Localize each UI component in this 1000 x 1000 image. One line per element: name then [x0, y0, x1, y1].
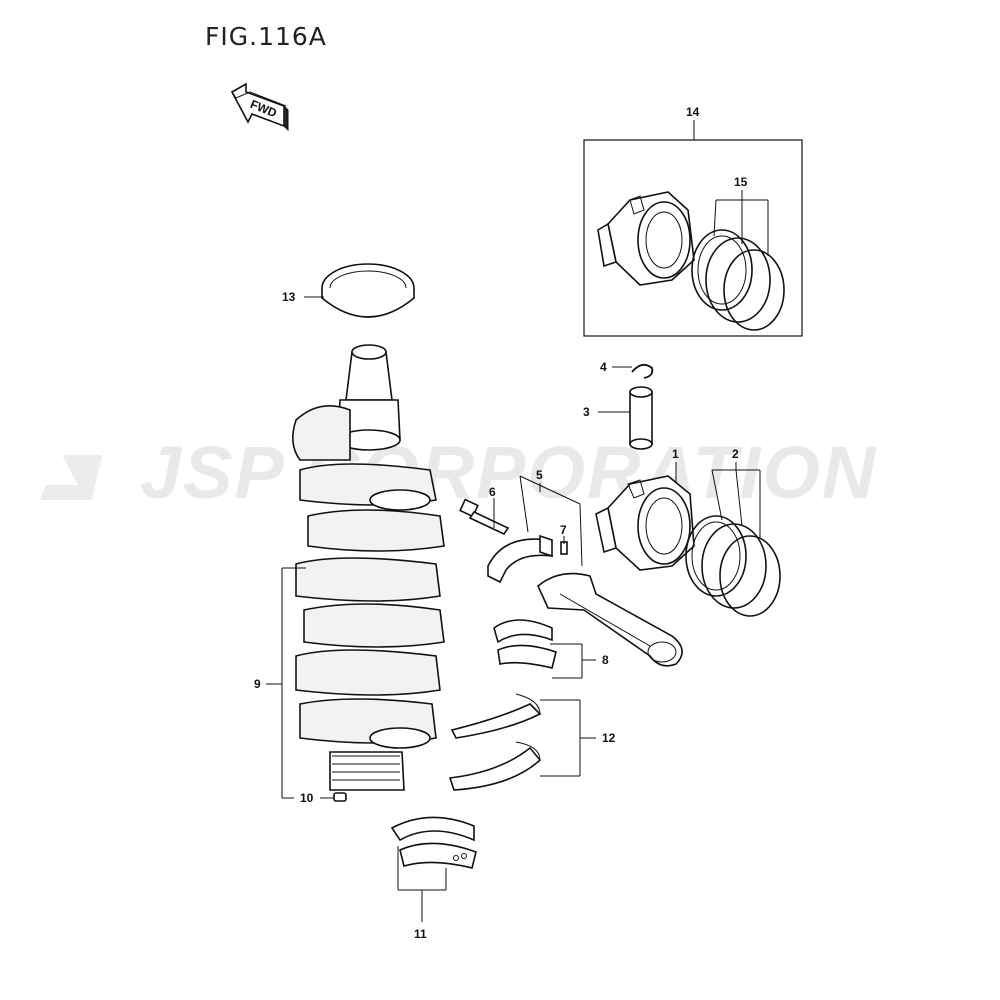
piston-in-box: [597, 191, 695, 286]
dowel-pin-10: [333, 792, 347, 802]
callout-7: 7: [560, 523, 567, 537]
watermark: JSP CORPORATION: [40, 431, 877, 514]
callout-4: 4: [600, 360, 607, 374]
piston-set-box-14: [583, 139, 803, 337]
conrod-bolt-6: [459, 498, 510, 536]
piston-pin-3: [629, 386, 653, 450]
callout-labels: 1 2 3 4 5 6 7 8 9 10 11 12 13 14 15: [254, 105, 748, 941]
figure-title: FIG.116A: [205, 22, 327, 51]
callout-9: 9: [254, 677, 261, 691]
piston-rings-in-box: [691, 229, 785, 331]
callout-5: 5: [536, 468, 543, 482]
piston-pin-circlip-4: [631, 363, 654, 379]
callout-13: 13: [282, 290, 296, 304]
callout-3: 3: [583, 405, 590, 419]
callout-10: 10: [300, 791, 314, 805]
callout-2: 2: [732, 447, 739, 461]
fwd-arrow-icon: FWD: [230, 82, 289, 132]
conrod-cap-5: [487, 534, 554, 584]
piston-rings-2: [685, 515, 781, 617]
main-bearing-11: [390, 816, 477, 869]
callout-14: 14: [686, 105, 700, 119]
piston-1: [595, 475, 695, 571]
callout-11: 11: [414, 927, 427, 941]
thrust-washer-12: [448, 693, 542, 791]
callout-1: 1: [672, 447, 679, 461]
conrod-bearing-8: [493, 619, 557, 669]
callout-12: 12: [602, 731, 616, 745]
leader-lines: [266, 120, 769, 922]
callout-6: 6: [489, 485, 496, 499]
callout-8: 8: [602, 653, 609, 667]
connecting-rod: [537, 572, 683, 667]
watermark-text: JSP CORPORATION: [140, 431, 877, 514]
oil-seal-13: [321, 263, 415, 318]
callout-15: 15: [734, 175, 748, 189]
crankshaft-9: [292, 344, 445, 791]
